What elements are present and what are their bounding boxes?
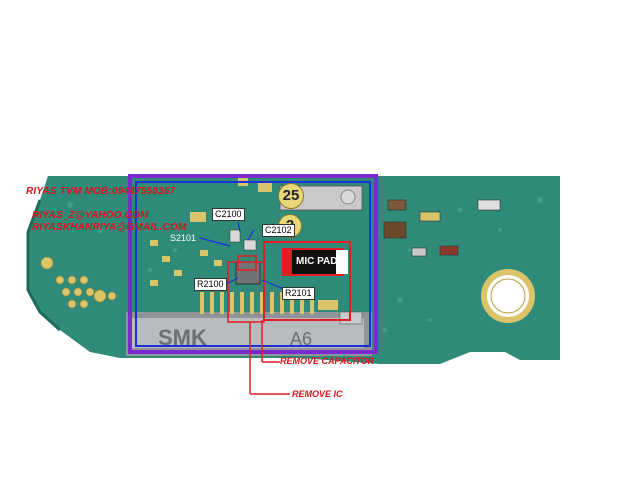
label-s2101: S2101 xyxy=(170,233,197,243)
credit-line-3: RIYASKHANRIYA@GMAIL.COM xyxy=(32,222,187,233)
connector-num-text: A6 xyxy=(290,329,312,349)
label-c2100: C2100 xyxy=(212,208,245,221)
annotation-remove-ic: REMOVE IC xyxy=(292,389,343,399)
blue-outline xyxy=(135,181,371,347)
pad-badge-25: 25 xyxy=(278,183,304,209)
label-mic-pad: MIC PAD xyxy=(296,256,338,267)
label-r2100: R2100 xyxy=(194,278,227,291)
label-c2102: C2102 xyxy=(262,224,295,237)
label-r2101: R2101 xyxy=(282,287,315,300)
purple-outline xyxy=(128,174,378,354)
credit-line-1: RIYAS TVM MOB:09447558367 xyxy=(26,186,176,197)
credit-line-2: RIYAS_Z@YAHOO.COM xyxy=(32,210,149,221)
annotation-remove-capacitor: REMOVE CAPACITOR xyxy=(280,356,375,366)
